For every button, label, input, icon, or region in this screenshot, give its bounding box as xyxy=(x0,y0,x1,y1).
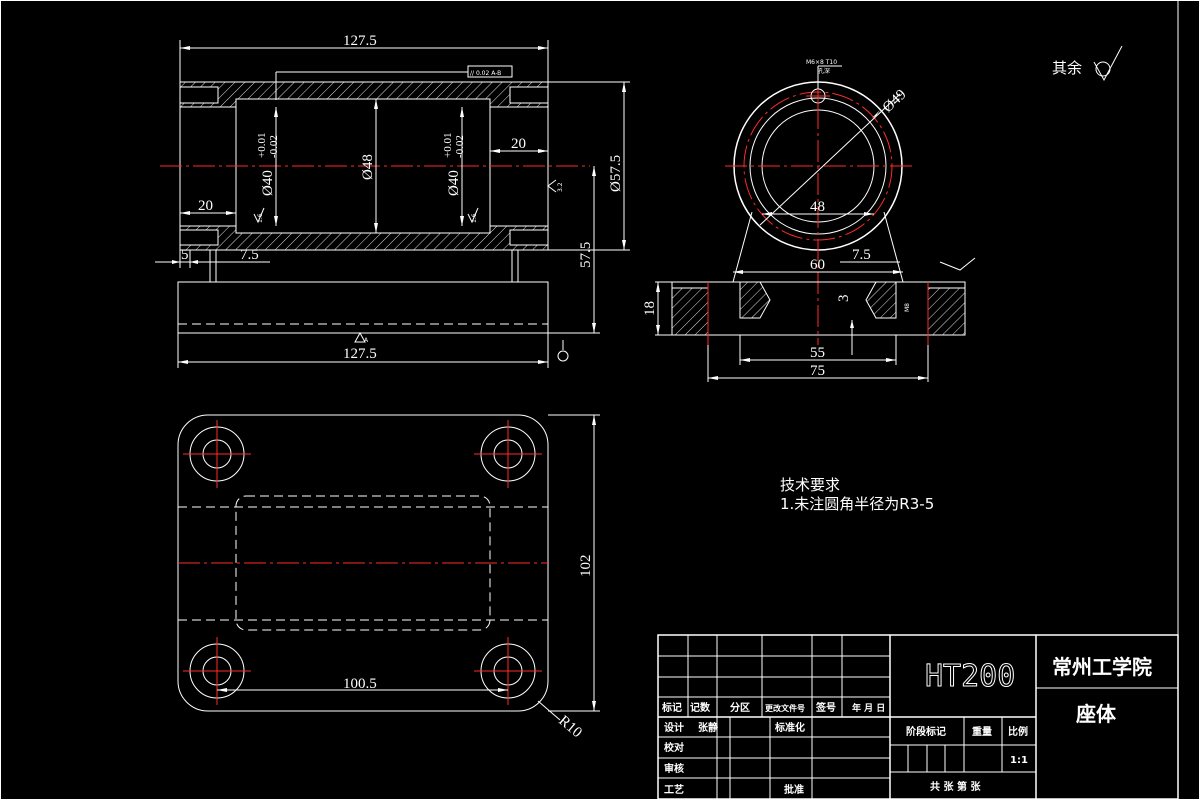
svg-text:-0.02: -0.02 xyxy=(268,135,280,158)
svg-text:1:1: 1:1 xyxy=(1010,755,1028,766)
bore-center-dim: Ø48 xyxy=(360,154,376,180)
svg-text:1.6: 1.6 xyxy=(257,213,264,223)
dim-m8: M8 xyxy=(904,303,911,312)
svg-text:3.2: 3.2 xyxy=(557,182,564,192)
base-block xyxy=(177,281,549,334)
top-view: 100.5 102 R10 xyxy=(177,414,600,741)
inner-cavity xyxy=(235,495,491,631)
svg-text:标准化: 标准化 xyxy=(774,721,805,734)
dim-phi49: Ø49 xyxy=(880,87,910,116)
dim-48: 48 xyxy=(810,199,825,215)
svg-text:工艺: 工艺 xyxy=(664,783,684,796)
dim-100-5: 100.5 xyxy=(343,676,377,692)
dim-left-20: 20 xyxy=(198,198,213,214)
svg-text:批准: 批准 xyxy=(784,783,804,796)
side-view: Ø49 M6×8 T10 孔深 48 60 7.5 xyxy=(642,59,976,382)
svg-text:+0.01: +0.01 xyxy=(256,133,268,158)
svg-text:比例: 比例 xyxy=(1008,725,1028,738)
svg-text:重量: 重量 xyxy=(972,725,992,738)
oil-hole-note-2: 孔深 xyxy=(818,67,830,75)
dim-outer-dia: Ø57.5 xyxy=(608,155,624,192)
technical-requirements: 技术要求 1.未注圆角半径为R3-5 xyxy=(780,476,934,513)
bolt-hole xyxy=(183,420,251,488)
svg-text:分区: 分区 xyxy=(730,701,750,714)
svg-text:张静: 张静 xyxy=(698,721,718,734)
part-name: 座体 xyxy=(1076,702,1117,726)
dim-75: 75 xyxy=(810,363,825,379)
title-block: HT200 常州工学院 座体 标记 记数 分区 更改文件号 签号 年 月 日 设… xyxy=(657,634,1179,800)
dim-right-20: 20 xyxy=(511,136,526,152)
dim-r10: R10 xyxy=(555,713,584,741)
dim-102: 102 xyxy=(578,555,594,578)
lower-wall-section xyxy=(179,225,549,251)
svg-text:审核: 审核 xyxy=(664,762,684,775)
bore-left-dim: Ø40 xyxy=(260,170,276,196)
svg-text:1.6: 1.6 xyxy=(471,213,478,223)
svg-text:设计: 设计 xyxy=(664,721,684,734)
dim-height: 57.5 xyxy=(578,242,594,268)
datum-a: A xyxy=(364,337,369,344)
dim-3: 3 xyxy=(836,295,852,303)
school-name: 常州工学院 xyxy=(1052,655,1152,679)
bolt-hole xyxy=(183,637,251,705)
dim-top-length: 127.5 xyxy=(343,33,377,49)
dim-7-5-side: 7.5 xyxy=(852,247,871,263)
dim-18: 18 xyxy=(642,301,658,316)
svg-text:-0.02: -0.02 xyxy=(454,135,466,158)
datum-symbol xyxy=(557,350,569,362)
svg-text:标记: 标记 xyxy=(661,701,682,714)
svg-text:记数: 记数 xyxy=(690,701,711,714)
dim-5: 5 xyxy=(181,247,189,263)
roughness-note: 其余 xyxy=(1052,45,1123,82)
oil-hole-note-1: M6×8 T10 xyxy=(806,59,837,66)
dim-7-5: 7.5 xyxy=(240,247,259,263)
svg-text:校对: 校对 xyxy=(664,741,684,754)
material: HT200 xyxy=(925,659,1015,694)
upper-wall-section xyxy=(179,81,549,108)
bolt-hole xyxy=(474,420,542,488)
front-view: 127.5 // 0.02 A-B Ø40 +0.01 -0.02 Ø48 Ø4… xyxy=(155,33,630,368)
bolt-hole xyxy=(474,637,542,705)
svg-text:+0.01: +0.01 xyxy=(442,133,454,158)
svg-text:签号: 签号 xyxy=(815,701,836,714)
tech-req-item-1: 1.未注圆角半径为R3-5 xyxy=(780,495,934,513)
tech-req-title: 技术要求 xyxy=(780,476,840,494)
dim-55: 55 xyxy=(810,345,825,361)
svg-text:阶段标记: 阶段标记 xyxy=(906,725,946,738)
svg-text:年 月 日: 年 月 日 xyxy=(852,702,885,714)
dim-bottom-length: 127.5 xyxy=(343,346,377,362)
tolerance-frame: // 0.02 A-B xyxy=(470,70,501,77)
dim-60: 60 xyxy=(810,257,825,273)
roughness-note-label: 其余 xyxy=(1052,59,1082,77)
svg-text:共 张 第 张: 共 张 第 张 xyxy=(930,780,981,793)
svg-text:更改文件号: 更改文件号 xyxy=(765,703,805,713)
bore-right-dim: Ø40 xyxy=(446,170,462,196)
